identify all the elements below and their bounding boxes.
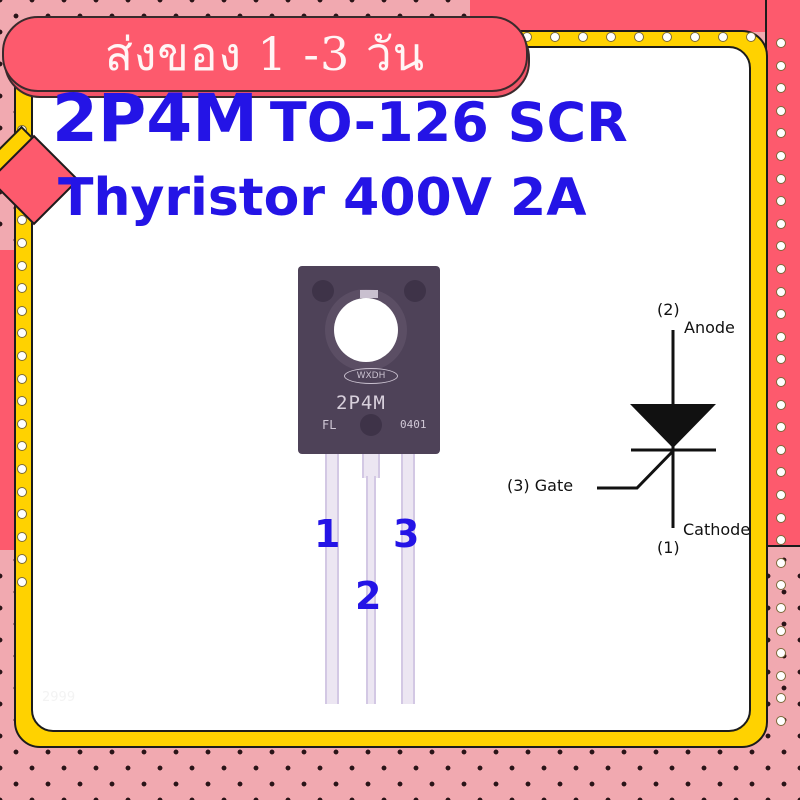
anode-label: Anode — [684, 318, 735, 337]
bulb-icon — [17, 215, 27, 226]
bulb-icon — [776, 716, 786, 726]
bulb-icon — [776, 264, 786, 274]
product-title-line2: Thyristor 400V 2A — [58, 168, 587, 228]
bulb-icon — [17, 531, 27, 542]
manufacturer-logo: WXDH — [344, 368, 398, 384]
bulb-icon — [776, 512, 786, 523]
bulb-icon — [776, 196, 786, 207]
watermark: 2999 — [42, 690, 76, 705]
bulb-icon — [776, 603, 786, 613]
bulb-icon — [776, 557, 786, 568]
bulb-icon — [17, 577, 27, 587]
component-code-left: FL — [322, 418, 337, 432]
bulb-icon — [17, 554, 27, 565]
bulb-icon — [776, 151, 786, 161]
bulb-icon — [550, 32, 560, 42]
bulb-icon — [776, 399, 786, 410]
pink-accent-top — [470, 0, 800, 32]
component-code-right: 0401 — [400, 418, 427, 431]
mounting-hole — [334, 298, 398, 362]
gate-lead — [597, 449, 675, 490]
component-marking: 2P4M — [336, 392, 386, 414]
bulb-icon — [17, 260, 27, 271]
bulb-icon — [776, 105, 786, 116]
lead-pin2 — [366, 476, 376, 704]
bulb-icon — [776, 173, 786, 184]
cathode-number: (1) — [657, 538, 680, 557]
lead-pin2-top — [362, 452, 380, 478]
thyristor-body: WXDH 2P4M FL 0401 — [298, 266, 440, 454]
bulb-icon — [776, 422, 786, 433]
bulb-icon — [776, 128, 786, 139]
bulb-icon — [776, 670, 786, 681]
bulb-icon — [776, 60, 786, 71]
bulb-icon — [776, 580, 786, 591]
body-dimple-bottom — [360, 414, 382, 436]
bulb-icon — [776, 331, 786, 342]
bulb-icon — [776, 444, 786, 455]
bulb-icon — [776, 286, 786, 297]
body-dimple-right — [404, 280, 426, 302]
bulb-icon — [17, 351, 27, 361]
bulb-icon — [718, 32, 728, 42]
lead-pin3 — [401, 452, 415, 704]
cathode-label: Cathode — [683, 520, 751, 539]
bulb-icon — [17, 418, 27, 429]
bulb-icon — [776, 693, 786, 704]
bulb-icon — [776, 354, 786, 365]
pin-label-1: 1 — [314, 512, 341, 556]
bulb-icon — [776, 625, 786, 636]
bulb-icon — [776, 309, 786, 320]
body-dimple-left — [312, 280, 334, 302]
pin-label-3: 3 — [393, 512, 420, 556]
bulb-icon — [746, 32, 756, 42]
bulb-icon — [578, 32, 588, 42]
bulb-icon — [17, 305, 27, 316]
bulb-icon — [776, 377, 786, 387]
bulb-icon — [17, 509, 27, 520]
bulb-icon — [776, 241, 786, 252]
bulb-icon — [690, 32, 700, 42]
metal-tab-top — [360, 290, 378, 298]
diode-triangle-icon — [630, 404, 716, 448]
shipping-banner: ส่งของ 1 -3 วัน — [2, 16, 528, 92]
shipping-banner-text: ส่งของ 1 -3 วัน — [104, 26, 426, 81]
bulb-icon — [662, 32, 672, 42]
bulb-icon — [776, 218, 786, 229]
bulb-icon — [17, 396, 27, 407]
package-type: TO-126 SCR — [269, 91, 628, 154]
anode-number: (2) — [657, 300, 680, 319]
bulb-icon — [17, 283, 27, 294]
bulb-icon — [17, 441, 27, 452]
bulb-icon — [17, 328, 27, 339]
bulb-icon — [776, 648, 786, 659]
bulb-icon — [776, 490, 786, 500]
bulb-icon — [17, 238, 27, 248]
bulb-icon — [606, 32, 616, 42]
lead-pin1 — [325, 452, 339, 704]
pin-label-2: 2 — [355, 574, 382, 618]
bulb-icon — [776, 535, 786, 546]
bulb-icon — [634, 32, 644, 42]
bulb-icon — [776, 467, 786, 478]
bulb-icon — [776, 38, 786, 48]
gate-label: (3) Gate — [507, 476, 574, 495]
bulb-icon — [17, 486, 27, 497]
bulb-icon — [776, 83, 786, 94]
part-number: 2P4M — [52, 80, 258, 157]
bulb-icon — [17, 373, 27, 384]
bulb-icon — [17, 464, 27, 474]
